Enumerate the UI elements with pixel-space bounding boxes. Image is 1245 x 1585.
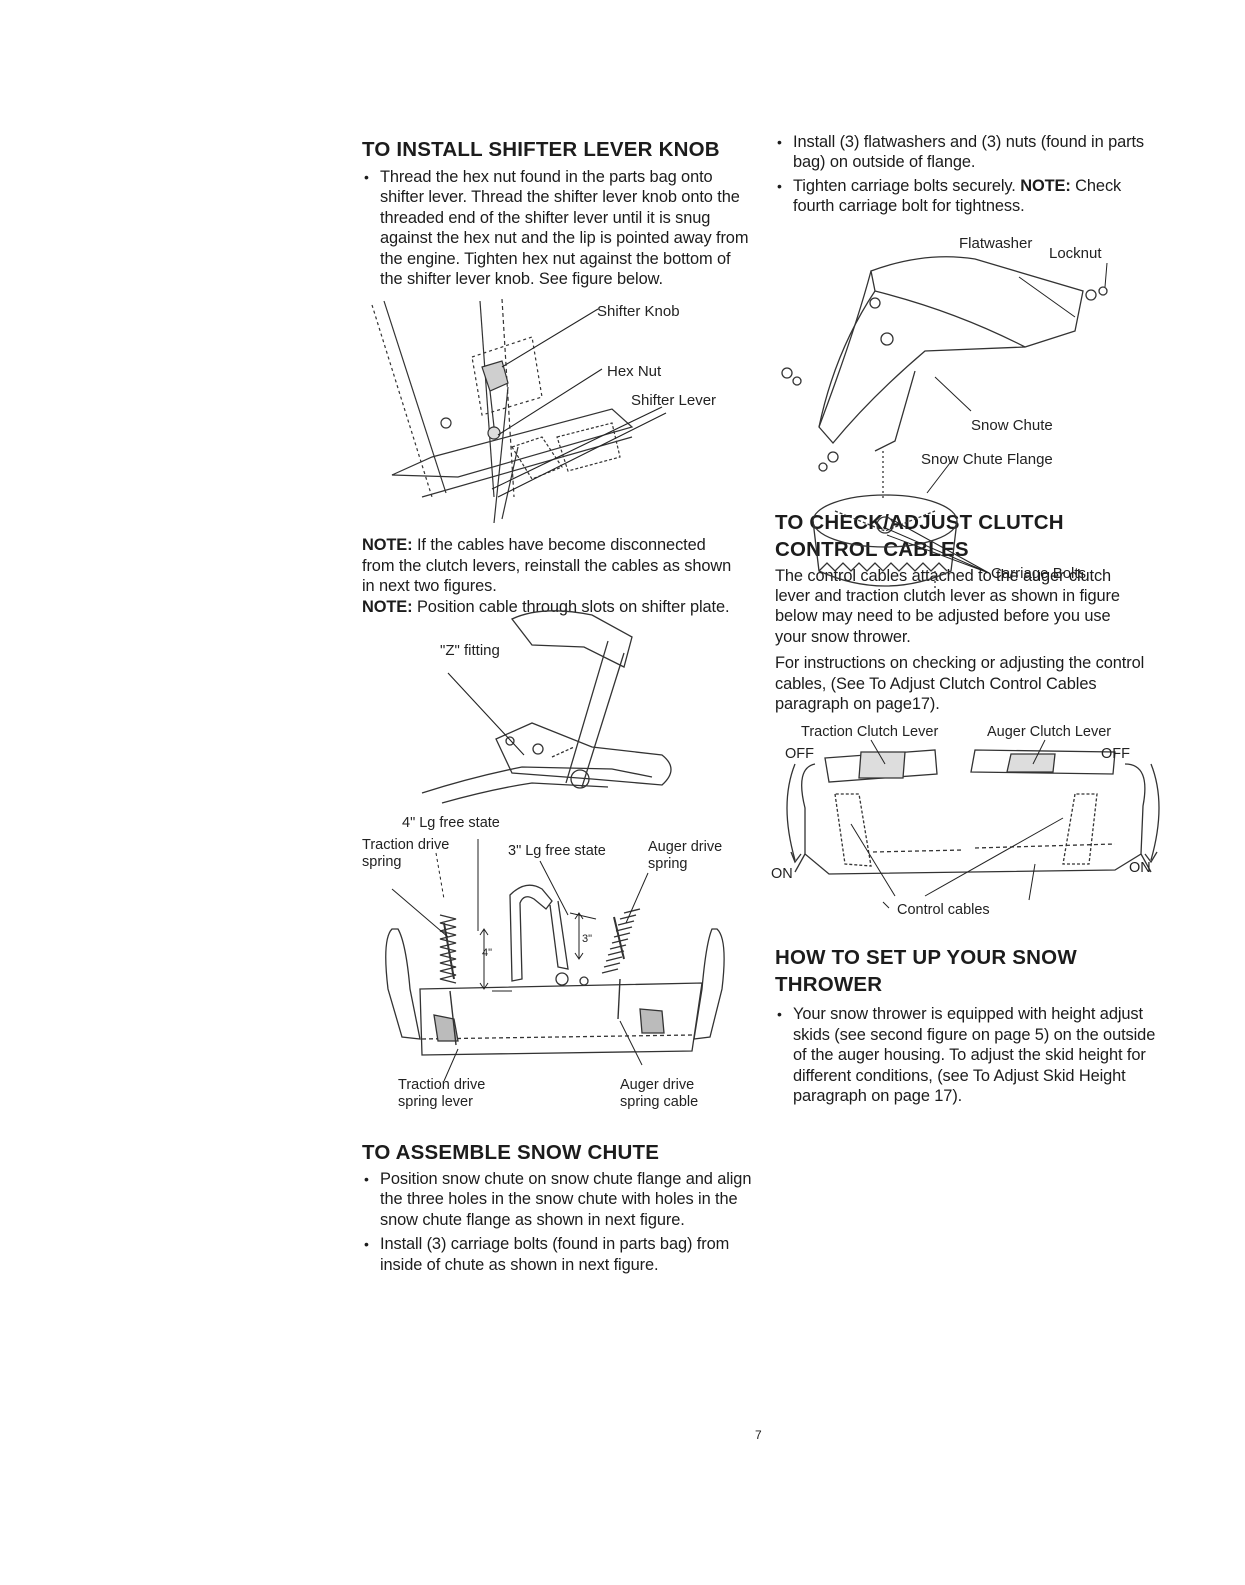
label-carriage-bolts: Carriage Bolts (991, 564, 1087, 582)
chute-bullet-2: Install (3) carriage bolts (found in par… (362, 1234, 758, 1275)
note-1-text: If the cables have become disconnected f… (362, 536, 732, 596)
label-traction-clutch-lever: Traction Clutch Lever (801, 724, 939, 741)
label-off-right: OFF (1101, 746, 1130, 763)
note-1-label: NOTE: (362, 536, 413, 555)
page-number: 7 (755, 1428, 762, 1442)
tighten-note-label: NOTE: (1020, 176, 1071, 195)
note-2: NOTE: Position cable through slots on sh… (362, 597, 742, 617)
setup-list: Your snow thrower is equipped with heigh… (775, 1004, 1175, 1106)
label-on-right: ON (1129, 860, 1151, 877)
shifter-figure: Shifter Knob Hex Nut Shifter Lever (362, 297, 762, 535)
label-3-free-state: 3" Lg free state (508, 843, 606, 860)
label-auger-drive-spring-cable: Auger drive spring cable (620, 1077, 699, 1111)
flatwasher-bullet: Install (3) flatwashers and (3) nuts (fo… (775, 132, 1163, 173)
label-snow-chute-flange: Snow Chute Flange (921, 450, 1053, 468)
tighten-bullet: Tighten carriage bolts securely. NOTE: C… (775, 176, 1163, 217)
shifter-bullet: Thread the hex nut found in the parts ba… (362, 167, 755, 289)
chute-illustration (775, 231, 1175, 631)
chute-figure: Flatwasher Locknut Snow Chute Snow Chute… (775, 231, 1175, 631)
label-snow-chute: Snow Chute (971, 416, 1053, 434)
setup-heading: HOW TO SET UP YOUR SNOW THROWER (775, 946, 1077, 997)
shifter-illustration (362, 297, 762, 535)
chute-bullet-1: Position snow chute on snow chute flange… (362, 1169, 758, 1230)
label-locknut: Locknut (1049, 244, 1102, 262)
clutch-heading: TO CHECK/ADJUST CLUTCH CONTROL CABLES (775, 510, 1064, 561)
note-1: NOTE: If the cables have become disconne… (362, 535, 742, 596)
label-z-fitting: "Z" fitting (440, 642, 500, 660)
label-4-free-state: 4" Lg free state (402, 815, 500, 832)
clutch-para-1: The control cables attached to the auger… (775, 566, 1120, 646)
label-on-left: ON (771, 866, 793, 883)
note-2-label: NOTE: (362, 597, 413, 616)
label-auger-drive-spring: Auger drive spring (648, 839, 723, 873)
z-fitting-illustration (362, 597, 762, 817)
right-column: Install (3) flatwashers and (3) nuts (fo… (771, 132, 1175, 1107)
spring-illustration (362, 819, 762, 1119)
label-shifter-lever: Shifter Lever (631, 392, 717, 410)
clutch-para-2: For instructions on checking or adjustin… (775, 654, 1145, 714)
left-column: TO INSTALL SHIFTER LEVER KNOB Thread the… (362, 136, 762, 1275)
label-off-left: OFF (785, 746, 814, 763)
spring-figure: 4" Lg free state Traction drive spring 3… (362, 815, 762, 1119)
label-traction-drive-spring-lever: Traction drive spring lever (398, 1077, 486, 1111)
tighten-text: Tighten carriage bolts securely. (793, 176, 1016, 195)
label-hex-nut: Hex Nut (607, 363, 662, 381)
clutch-illustration (775, 724, 1175, 924)
label-control-cables: Control cables (897, 902, 990, 919)
setup-bullet: Your snow thrower is equipped with heigh… (775, 1004, 1171, 1106)
label-auger-clutch-lever: Auger Clutch Lever (987, 724, 1112, 741)
label-traction-drive-spring: Traction drive spring (362, 837, 450, 871)
label-shifter-knob: Shifter Knob (597, 303, 680, 321)
z-fitting-figure: "Z" fitting (362, 597, 762, 817)
clutch-figure: Traction Clutch Lever Auger Clutch Lever… (771, 724, 1175, 924)
tighten-note-text: Check fourth carriage bolt for tightness… (793, 176, 1122, 216)
note-2-text: Position cable through slots on shifter … (416, 597, 730, 616)
top-list: Install (3) flatwashers and (3) nuts (fo… (775, 132, 1175, 217)
shifter-heading: TO INSTALL SHIFTER LEVER KNOB (362, 138, 720, 161)
shifter-list: Thread the hex nut found in the parts ba… (362, 167, 762, 289)
label-flatwasher: Flatwasher (959, 234, 1033, 252)
chute-heading: TO ASSEMBLE SNOW CHUTE (362, 1141, 660, 1165)
label-dim-4: 4" (482, 947, 493, 960)
chute-list: Position snow chute on snow chute flange… (362, 1169, 762, 1275)
label-dim-3: 3" (582, 933, 593, 946)
